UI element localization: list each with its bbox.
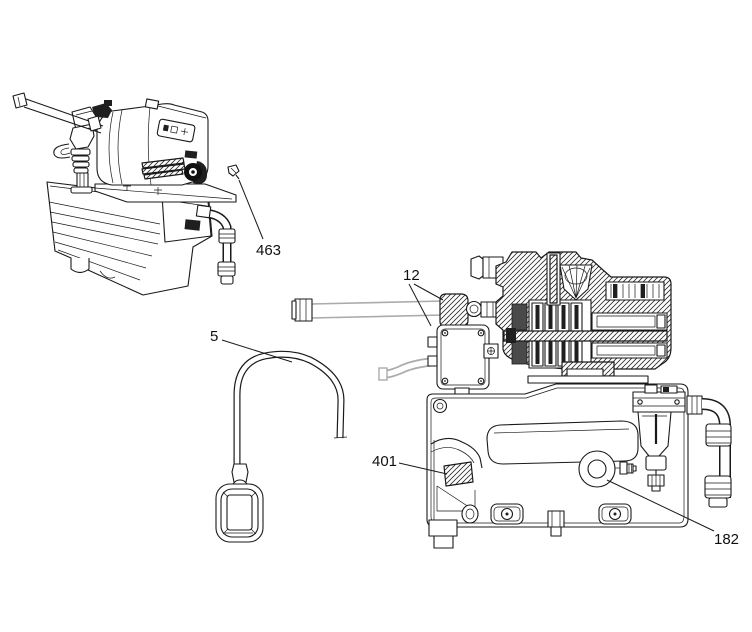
pump-cross-section-assembly [291,251,732,549]
pump-housing-section [483,251,672,391]
callout-12-label: 12 [403,267,420,284]
spray-wand [12,92,104,134]
pump-base-tray [94,183,237,203]
vent-hole [432,398,448,414]
control-panel [156,118,196,143]
carry-handle [53,143,71,159]
drain-boss [578,450,637,488]
callout-463: 463 [238,179,281,259]
motor-cylinders [591,312,668,359]
inlet-elbow-block [439,293,506,328]
valve-plate-stacks [531,302,583,367]
bearing-block-upper [511,303,528,331]
outlet-hose [686,395,732,508]
pump-shaft [503,330,668,342]
tank-side-hose [195,204,236,285]
callout-182: 182 [606,479,739,548]
hose-outlet-port [184,161,208,184]
callout-182-label: 182 [714,531,739,548]
detergent-tank [46,181,236,296]
floor-channel [486,420,639,465]
junction-box [427,324,490,396]
strainer-float [215,483,264,543]
tank-base [426,383,732,549]
motor-pump-head [92,98,209,186]
inlet-elbow [92,103,112,118]
drain-plug-part [619,461,628,475]
trigger-valve-and-riser [53,106,99,194]
supply-hose-connector [294,298,313,322]
tank-foot [70,258,90,274]
hose-neck [231,463,249,483]
callout-401-label: 401 [372,453,397,470]
terminal-strip [605,281,665,301]
suction-hose-item5 [215,350,348,543]
vent-slots [141,157,186,180]
mounting-pad-left [490,503,524,525]
tank-front-foot [428,519,458,537]
callout-5: 5 [210,328,293,363]
supply-hose [291,298,445,322]
callout-12: 12 [403,267,444,327]
sprayer-unit-assembled [12,92,240,296]
filter-assembly [632,384,686,492]
callout-5-label: 5 [210,328,218,345]
junction-box-hose [378,357,432,381]
screw-463-part [227,164,240,180]
center-clip [547,510,565,537]
mounting-pad-right [598,503,632,525]
callout-463-label: 463 [256,242,281,259]
tank-outlet-spout [428,437,483,549]
pressure-cone [559,264,593,301]
callout-401: 401 [372,453,448,475]
